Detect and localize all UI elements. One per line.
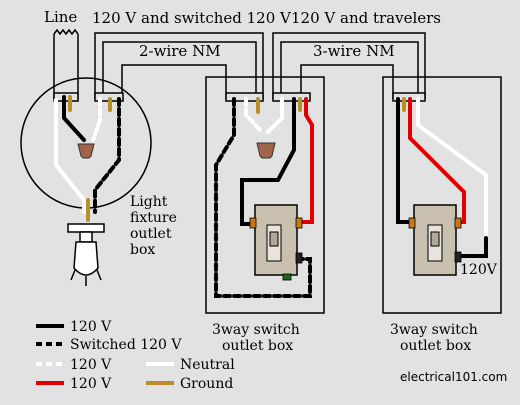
switch-box-2 <box>382 76 502 314</box>
svg-text:fixture: fixture <box>130 210 177 226</box>
label-3wire-nm: 3-wire NM <box>313 42 395 60</box>
legend-item-label: Ground <box>180 376 233 392</box>
fixture-wires <box>54 95 121 222</box>
legend-item-label: 120 V <box>70 319 112 335</box>
svg-text:Light: Light <box>130 194 168 210</box>
svg-text:outlet box: outlet box <box>222 338 293 354</box>
svg-text:outlet: outlet <box>130 226 172 242</box>
svg-text:box: box <box>130 242 155 258</box>
legend <box>36 324 174 385</box>
wire-nut <box>256 142 276 159</box>
svg-text:3way switch: 3way switch <box>390 322 478 338</box>
switch-box-2-wires <box>396 97 488 258</box>
label-top-left: 120 V and switched 120 V <box>92 9 292 27</box>
svg-text:3way switch: 3way switch <box>212 322 300 338</box>
switch-box-1-wires <box>214 97 314 298</box>
switch-box-1-label: 3way switch outlet box <box>212 322 300 354</box>
legend-item-label: Switched 120 V <box>70 337 182 353</box>
wire-nut <box>77 143 95 159</box>
legend-item-label: Neutral <box>180 357 235 373</box>
light-bulb-icon <box>67 223 105 286</box>
switch-box-2-label: 3way switch outlet box <box>390 322 478 354</box>
fixture-box-label: Light fixture outlet box <box>130 194 177 258</box>
cable-outlines <box>53 28 426 99</box>
legend-item-label: 120 V <box>70 376 112 392</box>
label-top-right: 120 V and travelers <box>291 9 441 27</box>
three-way-switch-1 <box>249 204 303 281</box>
three-way-switch-2 <box>408 204 462 276</box>
fixture-outlet-box <box>20 77 152 209</box>
label-line: Line <box>44 8 77 26</box>
legend-item-label: 120 V <box>70 357 112 373</box>
svg-text:outlet box: outlet box <box>400 338 471 354</box>
label-2wire-nm: 2-wire NM <box>139 42 221 60</box>
site-watermark: electrical101.com <box>400 370 507 384</box>
switch-box-1 <box>205 76 325 314</box>
label-120v-output: 120V <box>460 262 498 278</box>
